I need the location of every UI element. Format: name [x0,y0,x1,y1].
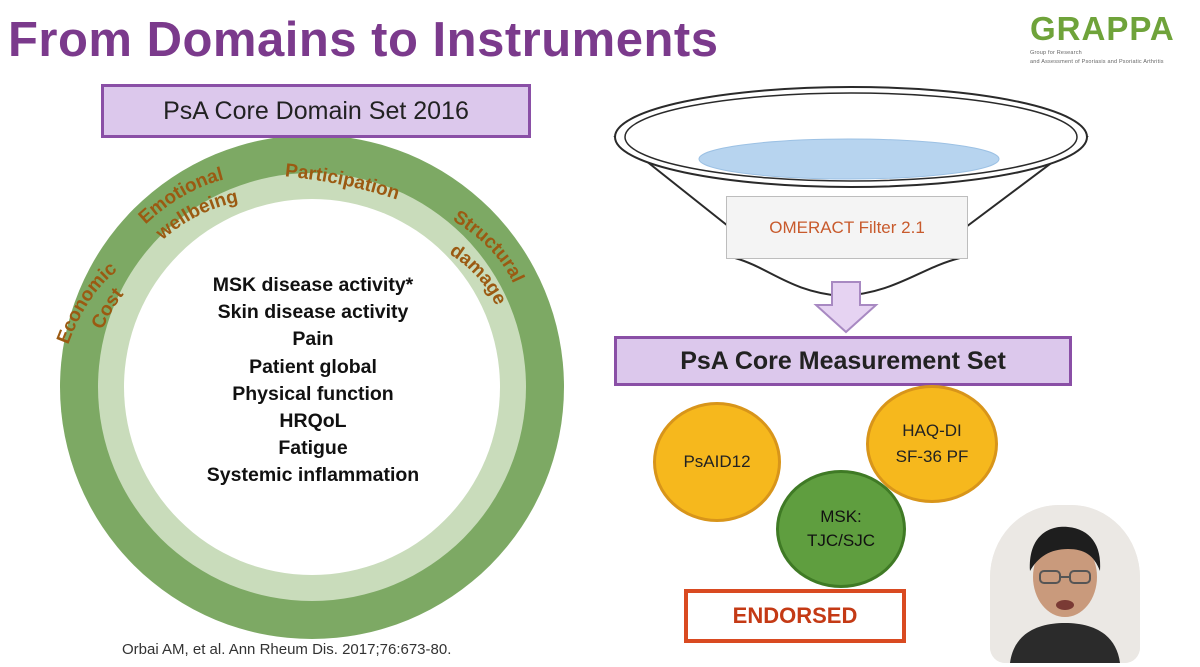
citation: Orbai AM, et al. Ann Rheum Dis. 2017;76:… [122,641,452,658]
bubble-psaid12: PsAID12 [653,402,781,522]
core-domain-list: MSK disease activity* Skin disease activ… [150,272,476,490]
speaker-video [990,505,1140,663]
funnel-graphic [613,86,1089,298]
bubble-haq-sf36: HAQ-DI SF-36 PF [866,385,998,503]
bubble-msk-line1: MSK: [820,507,862,526]
core-domain-item: Pain [292,328,334,351]
core-measurement-set-title: PsA Core Measurement Set [614,336,1072,386]
logo-tagline-2: and Assessment of Psoriasis and Psoriati… [1030,59,1164,65]
down-arrow-icon [813,281,879,334]
bubble-msk: MSK: TJC/SJC [776,470,906,588]
endorsed-badge: ENDORSED [684,589,906,643]
logo-word: GRAPPA [1030,10,1175,47]
slide-title: From Domains to Instruments [8,13,719,67]
bubble-psaid12-label: PsAID12 [683,452,751,471]
bubble-haq-line1: HAQ-DI [902,421,962,440]
core-domain-item: Skin disease activity [217,301,409,324]
core-domain-item: Fatigue [278,437,348,460]
bubble-msk-line2: TJC/SJC [807,531,875,550]
core-domain-set-title: PsA Core Domain Set 2016 [101,84,531,138]
core-domain-item: Systemic inflammation [206,464,420,487]
funnel-liquid [698,138,1000,180]
grappa-logo: GRAPPA Group for Research and Assessment… [1030,10,1190,66]
logo-tagline-1: Group for Research [1030,50,1082,56]
omeract-filter-box: OMERACT Filter 2.1 [726,196,968,259]
core-circle [124,199,500,575]
speaker-avatar-icon [990,505,1140,663]
core-domain-item: Patient global [249,355,377,378]
core-domain-item: Physical function [232,382,394,405]
core-domain-item: MSK disease activity* [212,274,414,296]
bubble-haq-line2: SF-36 PF [895,447,969,466]
core-domain-item: HRQoL [279,410,347,433]
funnel-rim-inner [624,92,1078,182]
